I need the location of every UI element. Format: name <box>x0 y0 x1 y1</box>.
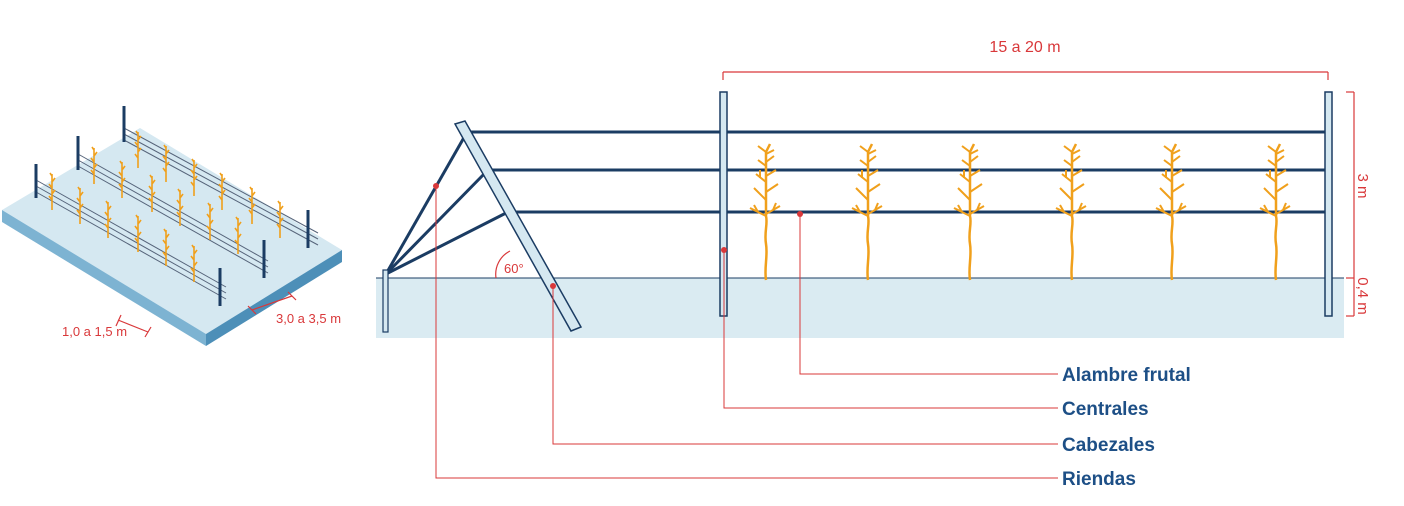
leader-lines <box>435 186 1058 479</box>
depth-label: 0,4 m <box>1354 277 1371 315</box>
leader-dots <box>433 183 803 289</box>
iso-posts <box>34 106 310 306</box>
iso-block-left <box>2 210 206 346</box>
anchor-stake <box>382 269 389 333</box>
isometric-orchard: 3,0 a 3,5 m 1,0 a 1,5 m <box>2 106 342 346</box>
row-spacing-label: 3,0 a 3,5 m <box>276 311 341 326</box>
label-riendas: Riendas <box>1062 469 1136 490</box>
end-post <box>1324 91 1333 317</box>
guy-wires <box>384 133 509 276</box>
iso-block-front <box>206 250 342 346</box>
angle-label: 60° <box>504 261 524 276</box>
span-label: 15 a 20 m <box>989 39 1060 56</box>
height-label: 3 m <box>1354 173 1371 198</box>
head-post <box>453 120 583 332</box>
label-centrales: Centrales <box>1062 399 1149 420</box>
fruit-wires <box>466 130 1326 214</box>
ground <box>376 278 1344 338</box>
span-dimension <box>722 71 1329 80</box>
label-cabezales: Cabezales <box>1062 435 1155 456</box>
iso-block-top <box>2 128 342 334</box>
label-alambre-frutal: Alambre frutal <box>1062 365 1191 386</box>
plant-spacing-label: 1,0 a 1,5 m <box>62 324 127 339</box>
plant-spacing-dimension: 1,0 a 1,5 m <box>62 314 152 339</box>
height-dimension <box>1346 91 1355 317</box>
angle-marker: 60° <box>495 250 524 279</box>
row-spacing-dimension: 3,0 a 3,5 m <box>247 291 341 326</box>
side-elevation: 60° 15 a 20 m 3 m 0,4 m <box>376 39 1371 490</box>
